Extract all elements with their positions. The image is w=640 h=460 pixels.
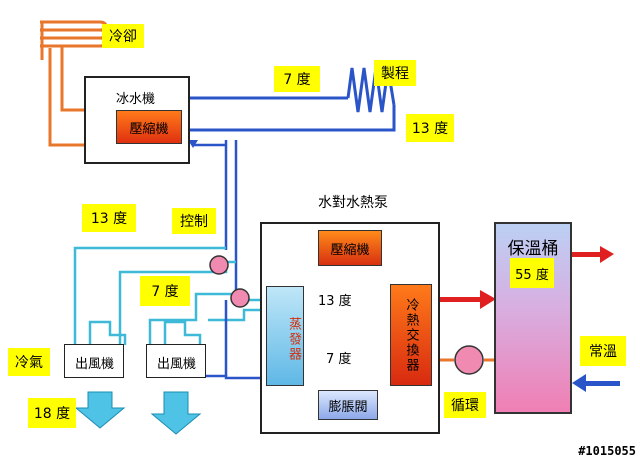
hp-condenser-label: 冷熱交換器: [403, 297, 419, 373]
hp-evaporator-label: 蒸發器: [286, 316, 301, 362]
chiller-compressor: 壓縮機: [116, 110, 182, 144]
chiller-title: 冰水機: [116, 92, 156, 107]
tank-out-arrow: [572, 246, 614, 263]
tank-temp: 55 度: [510, 258, 554, 288]
fan-unit-1: 出風機: [64, 344, 124, 378]
process-return-temp: 13 度: [406, 114, 454, 142]
chiller-feed-arrow: [188, 140, 198, 148]
left-supply-temp: 7 度: [140, 276, 190, 306]
hp-evap-out-temp: 7 度: [326, 352, 352, 367]
watermark-id: #1015055: [578, 444, 636, 458]
process-label: 製程: [374, 60, 416, 86]
circulation-label: 循環: [444, 392, 486, 418]
hp-evap-in-temp: 13 度: [318, 294, 352, 309]
air-temp: 18 度: [28, 398, 76, 428]
cooling-label: 冷卻: [102, 24, 144, 48]
chiller-unit: 冰水機 壓縮機: [84, 76, 190, 164]
control-label: 控制: [172, 208, 216, 234]
left-return-temp: 13 度: [82, 204, 136, 232]
hp-expansion-valve: 膨脹閥: [318, 390, 378, 420]
tank-in-arrow: [572, 374, 620, 392]
pump-circulation: [454, 345, 484, 375]
tank-title: 保溫桶: [507, 239, 559, 259]
heat-pump-title: 水對水熱泵: [318, 195, 388, 211]
hp-condenser: 冷熱交換器: [390, 284, 432, 386]
process-supply-temp: 7 度: [274, 66, 320, 92]
cold-air-label: 冷氣: [8, 348, 50, 376]
fan-unit-2: 出風機: [146, 344, 206, 378]
storage-tank: 保溫桶: [494, 222, 572, 414]
normal-temp-label: 常溫: [580, 336, 626, 366]
air-outlet-arrows: [74, 391, 202, 435]
hp-evaporator: 蒸發器: [266, 286, 304, 386]
hot-water-line: [432, 290, 496, 309]
fan-unit-2-label: 出風機: [157, 357, 197, 372]
pump-lower: [230, 288, 250, 308]
pump-upper: [209, 255, 229, 275]
hp-compressor: 壓縮機: [318, 230, 382, 266]
fan-unit-1-label: 出風機: [75, 357, 115, 372]
